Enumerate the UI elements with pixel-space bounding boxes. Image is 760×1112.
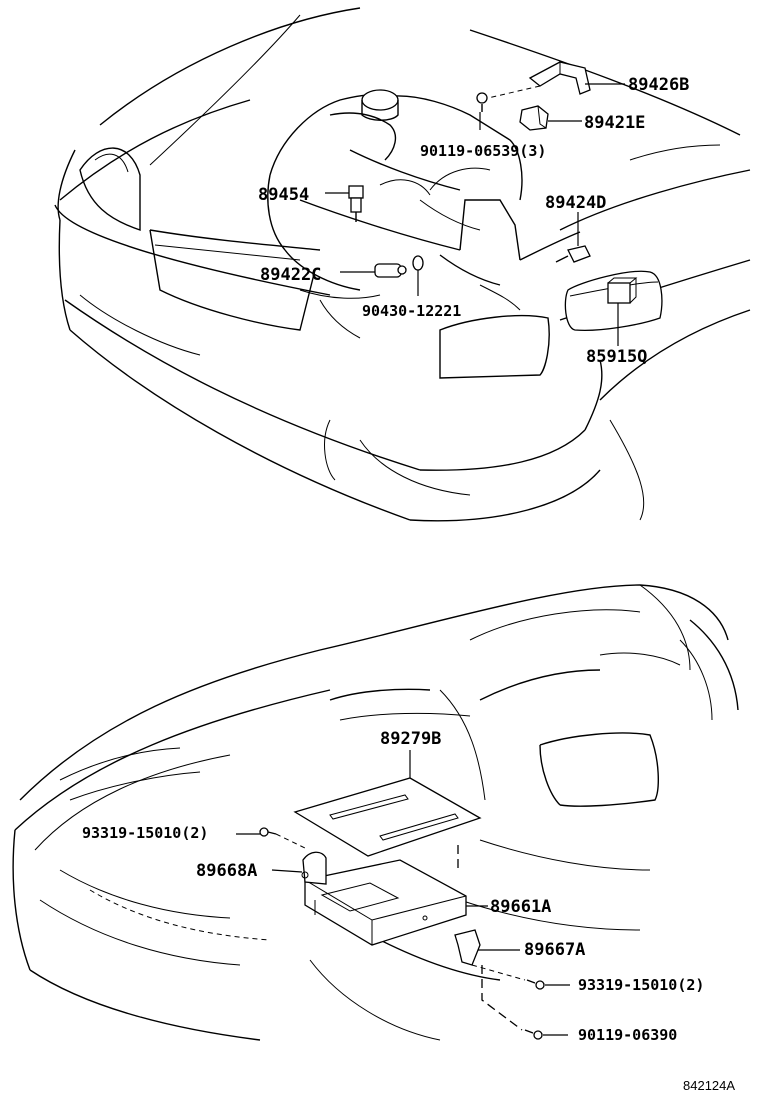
diagram-code: 842124A — [683, 1078, 735, 1093]
upper-leaders — [325, 83, 625, 346]
lower-components — [259, 777, 545, 1040]
label-90119-06539: 90119-06539(3) — [420, 142, 546, 160]
upper-part-labels: 89426B 89421E 90119-06539(3) 89454 89424… — [258, 75, 689, 367]
label-89279B: 89279B — [380, 729, 441, 749]
label-89661A: 89661A — [490, 897, 551, 917]
label-89667A: 89667A — [524, 940, 585, 960]
lower-part-labels: 89279B 93319-15010(2) 89668A 89661A 8966… — [82, 729, 704, 1044]
dashboard-illustration — [12, 584, 739, 1041]
label-89422C: 89422C — [260, 265, 321, 285]
upper-components — [348, 61, 591, 278]
label-89426B: 89426B — [628, 75, 689, 95]
label-85915Q: 85915Q — [586, 347, 647, 367]
label-89454: 89454 — [258, 185, 309, 205]
car-front-illustration — [54, 7, 751, 522]
lower-leaders — [236, 750, 570, 1036]
label-89424D: 89424D — [545, 193, 606, 213]
label-89421E: 89421E — [584, 113, 645, 133]
label-93319-15010-left: 93319-15010(2) — [82, 824, 208, 842]
label-89668A: 89668A — [196, 861, 257, 881]
label-90430-12221: 90430-12221 — [362, 302, 461, 320]
label-90119-06390: 90119-06390 — [578, 1026, 677, 1044]
label-93319-15010-right: 93319-15010(2) — [578, 976, 704, 994]
